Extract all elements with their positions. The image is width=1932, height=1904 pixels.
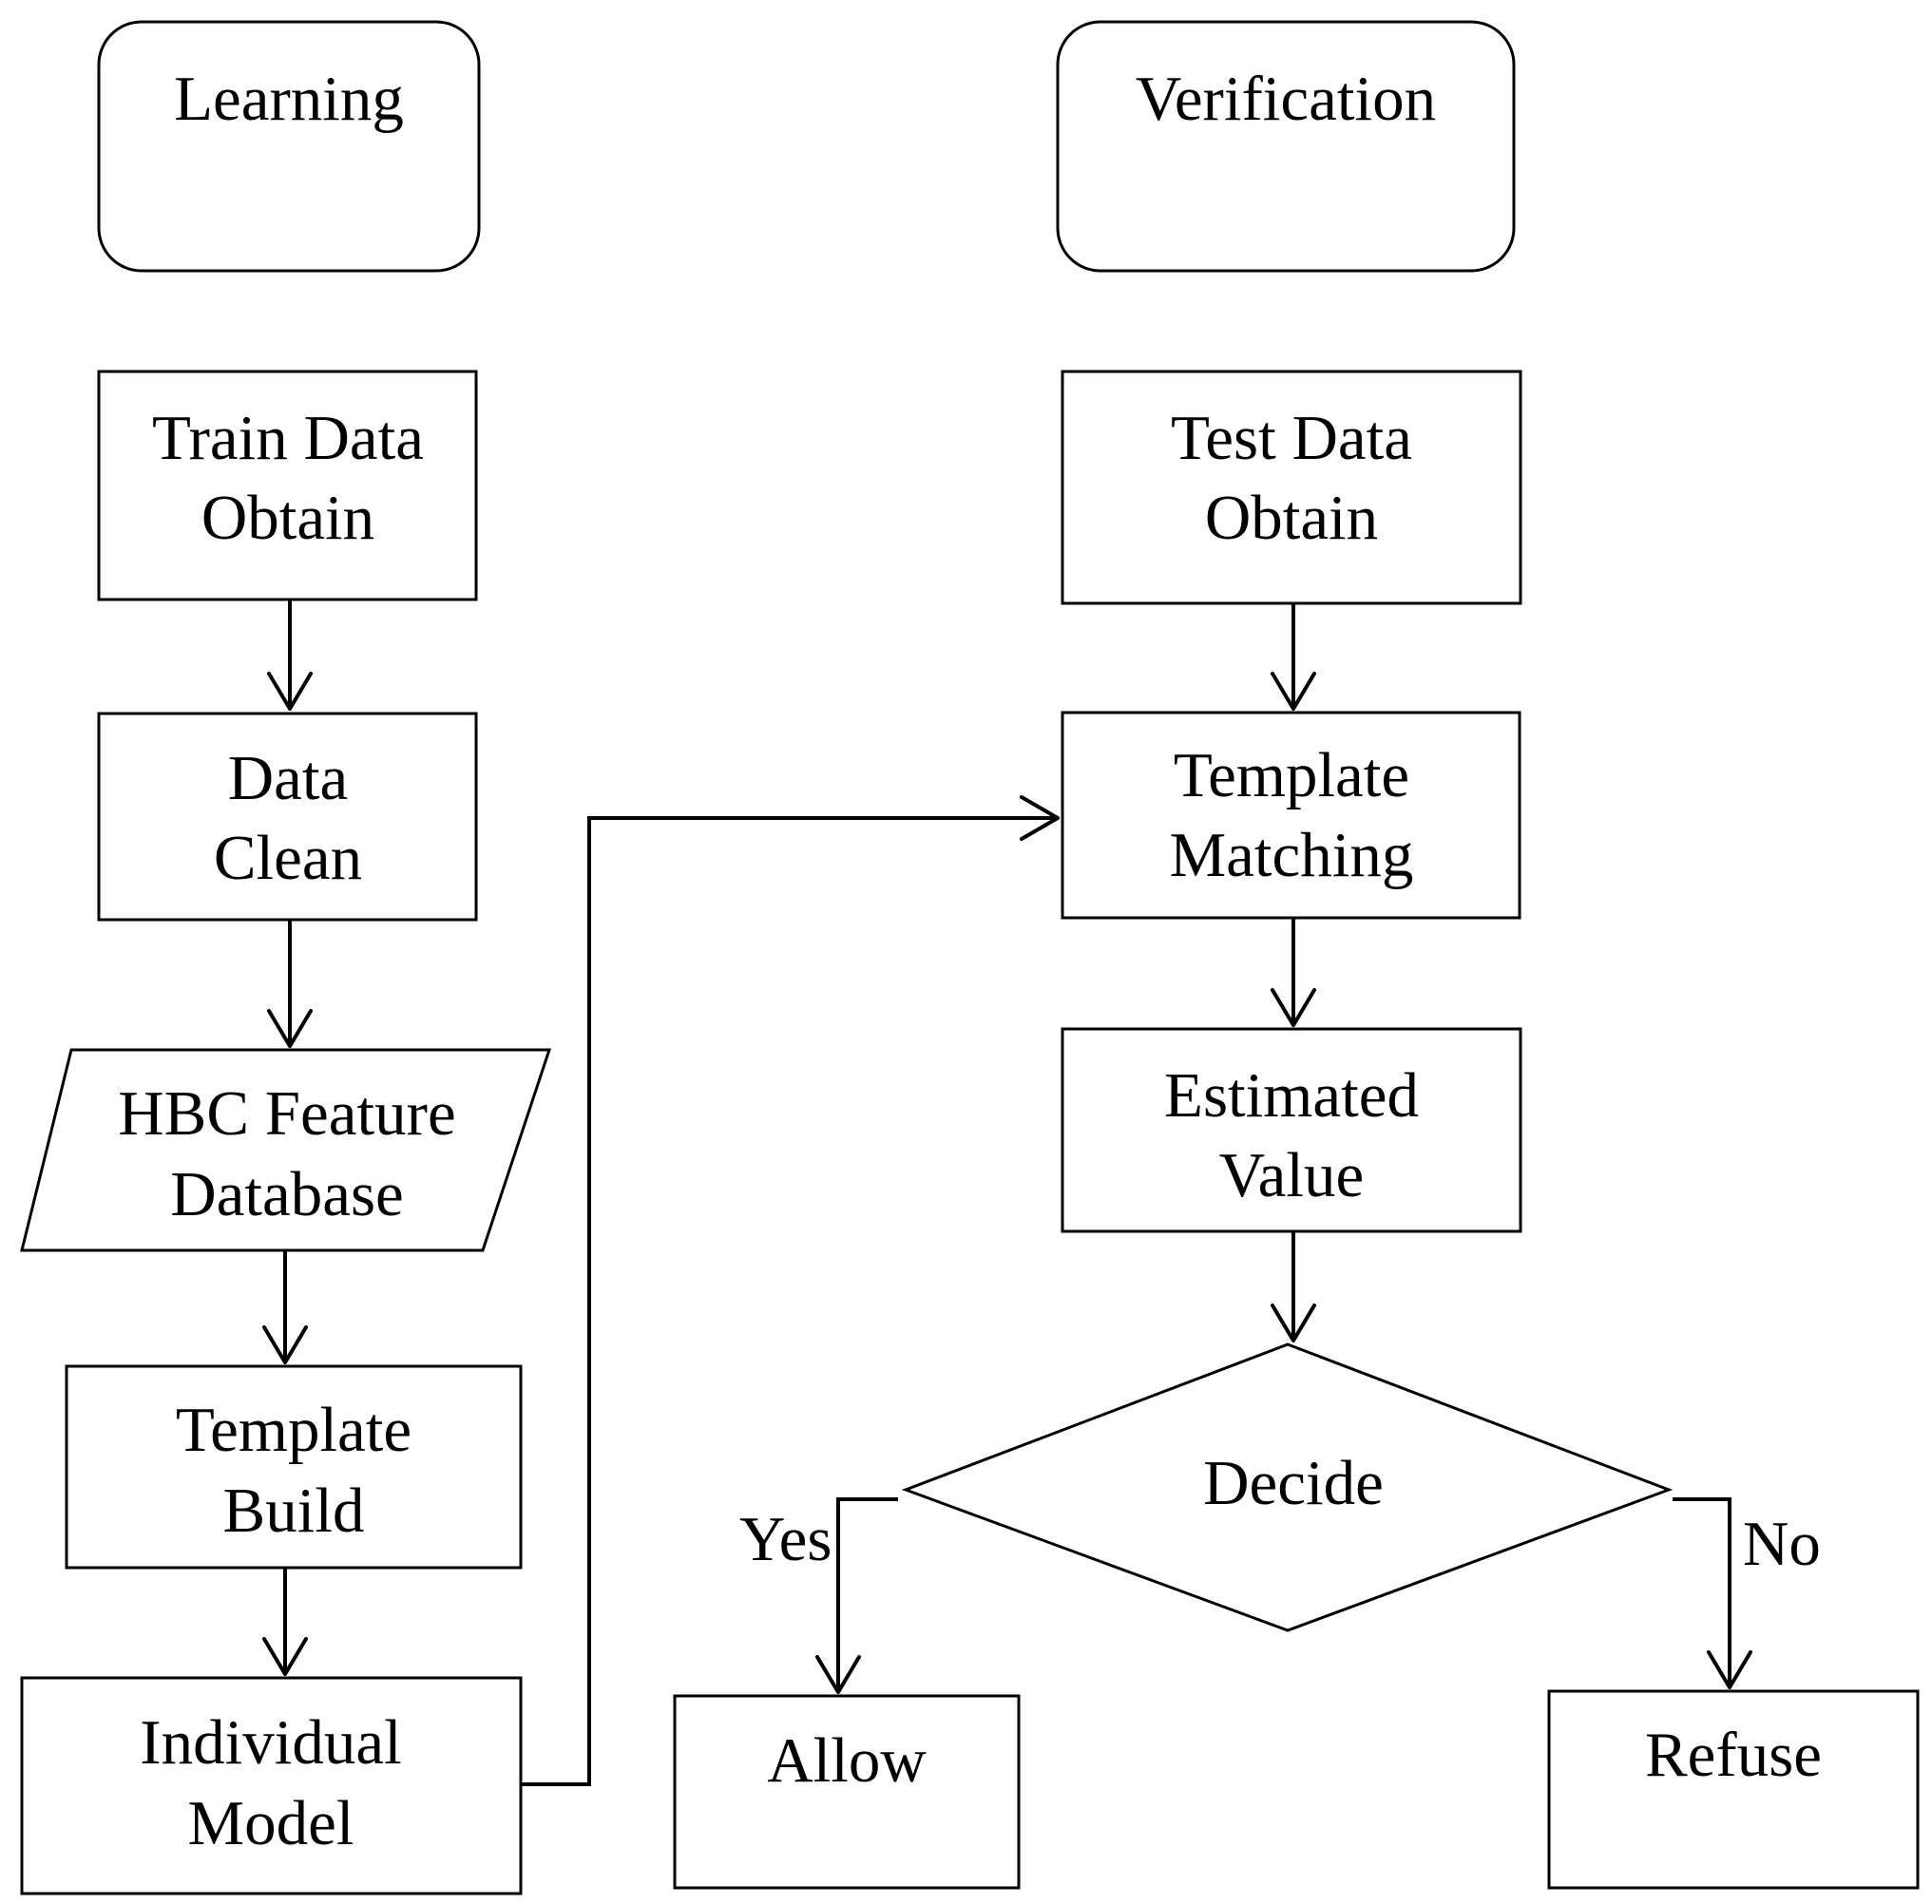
data-clean-line1: Data xyxy=(228,743,348,813)
estimated-value-box: Estimated Value xyxy=(1061,1027,1522,1233)
hbc-feature-database-parallelogram: HBC Feature Database xyxy=(20,1048,552,1252)
test-data-obtain-line1: Test Data xyxy=(1171,403,1412,473)
refuse-box: Refuse xyxy=(1547,1689,1920,1890)
hbc-feature-database-line1: HBC Feature xyxy=(118,1078,455,1149)
estimated-value-line1: Estimated xyxy=(1164,1060,1419,1131)
allow-label: Allow xyxy=(767,1725,927,1796)
arrow-train-to-clean xyxy=(267,600,313,711)
train-data-obtain-line1: Train Data xyxy=(152,403,424,473)
template-matching-line1: Template xyxy=(1174,740,1409,810)
arrow-decide-no-to-refuse: No xyxy=(1673,1497,1821,1689)
individual-model-line2: Model xyxy=(188,1788,354,1858)
learning-header: Learning xyxy=(97,20,481,273)
decide-diamond: Decide xyxy=(901,1342,1674,1632)
individual-model-box: Individual Model xyxy=(20,1676,523,1895)
test-data-obtain-line2: Obtain xyxy=(1205,483,1378,553)
verification-header-label: Verification xyxy=(1136,64,1436,134)
arrow-hbc-to-build xyxy=(262,1250,308,1364)
template-matching-box: Template Matching xyxy=(1061,711,1521,920)
train-data-obtain-line2: Obtain xyxy=(201,483,374,553)
individual-model-line1: Individual xyxy=(140,1707,401,1778)
refuse-label: Refuse xyxy=(1645,1720,1822,1790)
arrow-test-to-matching xyxy=(1271,603,1316,711)
data-clean-box: Data Clean xyxy=(97,712,478,922)
arrow-matching-to-estimated xyxy=(1271,918,1316,1027)
data-clean-line2: Clean xyxy=(214,823,362,893)
arrow-estimated-to-decide xyxy=(1271,1231,1316,1342)
decide-label: Decide xyxy=(1203,1448,1384,1518)
train-data-obtain-box: Train Data Obtain xyxy=(97,370,478,601)
arrow-decide-yes-to-allow: Yes xyxy=(739,1497,898,1694)
yes-label: Yes xyxy=(739,1504,832,1574)
template-build-line1: Template xyxy=(176,1395,411,1465)
arrow-clean-to-hbc xyxy=(267,920,313,1048)
verification-header: Verification xyxy=(1056,20,1516,273)
no-label: No xyxy=(1743,1509,1821,1579)
test-data-obtain-box: Test Data Obtain xyxy=(1061,370,1522,605)
arrow-model-to-matching xyxy=(521,795,1060,1786)
estimated-value-line2: Value xyxy=(1219,1140,1365,1210)
hbc-feature-database-line2: Database xyxy=(170,1159,404,1229)
template-build-line2: Build xyxy=(223,1476,365,1546)
learning-header-label: Learning xyxy=(174,64,404,134)
template-build-box: Template Build xyxy=(65,1364,523,1570)
arrow-build-to-model xyxy=(262,1568,308,1676)
template-matching-line2: Matching xyxy=(1170,820,1414,890)
allow-box: Allow xyxy=(673,1694,1021,1890)
